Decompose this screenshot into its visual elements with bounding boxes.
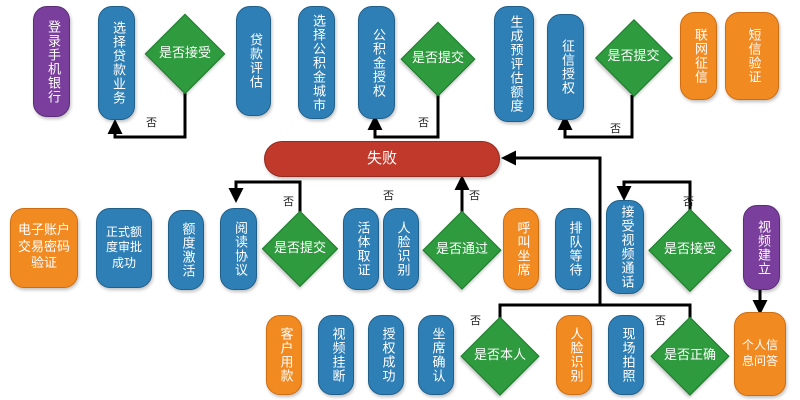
node-fail: 失败 [264, 141, 500, 177]
node-face1: 人脸识别 [383, 208, 419, 290]
node-liveness: 活体取证 [343, 208, 379, 290]
label-no-pass: 否 [469, 189, 480, 202]
loop-accept2 [616, 180, 692, 212]
line-spine-to-fail [501, 150, 602, 305]
node-online-credit: 联网征信 [680, 12, 717, 100]
decision-submit2: 是否提交 [596, 20, 671, 95]
node-credit-auth: 征信授权 [547, 14, 584, 120]
node-select-loan: 选择贷款业务 [98, 6, 135, 120]
node-call-agent: 呼叫坐席 [503, 208, 539, 290]
node-video-setup: 视频建立 [743, 205, 780, 290]
node-photo: 现场拍照 [608, 315, 644, 395]
loop-accept1 [107, 90, 187, 139]
node-customer-use: 客户用款 [266, 315, 302, 395]
label-no-accept2: 否 [683, 195, 694, 208]
node-accept-video: 接受视频通话 [606, 200, 644, 294]
line-self-no [498, 303, 600, 320]
node-e-account: 电子账户交易密码验证 [10, 208, 78, 288]
node-hangup: 视频挂断 [318, 315, 354, 395]
node-activate: 额度激活 [168, 210, 204, 290]
loop-submit3 [228, 180, 302, 212]
label-no-submit2: 否 [610, 122, 621, 135]
label-no-accept1: 否 [146, 116, 157, 129]
decision-correct: 是否正确 [652, 318, 728, 394]
node-read: 阅读协议 [220, 208, 257, 290]
node-login: 登录手机银行 [33, 6, 70, 117]
label-no-submit1: 否 [418, 116, 429, 129]
node-pre-eval: 生成预评估额度 [494, 6, 534, 122]
decision-submit3: 是否提交 [263, 212, 337, 286]
decision-pass: 是否通过 [424, 212, 500, 288]
label-no-self: 否 [470, 314, 481, 327]
node-face2: 人脸识别 [556, 315, 592, 395]
label-no-fail-center: 否 [383, 189, 394, 202]
decision-accept1: 是否接受 [146, 15, 224, 93]
node-loan-eval: 贷款评估 [236, 6, 271, 116]
node-seat-confirm: 坐席确认 [418, 315, 454, 395]
decision-self: 是否本人 [462, 318, 538, 394]
decision-submit1: 是否提交 [402, 23, 474, 95]
loop-submit2 [557, 95, 634, 139]
node-personal-q: 个人信息问答 [734, 312, 786, 396]
node-approve: 正式额度审批成功 [96, 208, 152, 288]
node-select-city: 选择公积金城市 [298, 6, 335, 119]
label-no-correct: 否 [655, 314, 666, 327]
node-auth-fund: 公积金授权 [358, 6, 395, 119]
line-correct-no [600, 303, 692, 320]
node-queue: 排队等待 [555, 208, 591, 290]
loop-submit1 [367, 95, 440, 139]
label-no-submit3: 否 [283, 195, 294, 208]
node-auth-ok: 授权成功 [368, 315, 404, 395]
decision-accept2: 是否接受 [650, 210, 730, 290]
node-sms: 短信验证 [725, 12, 779, 100]
